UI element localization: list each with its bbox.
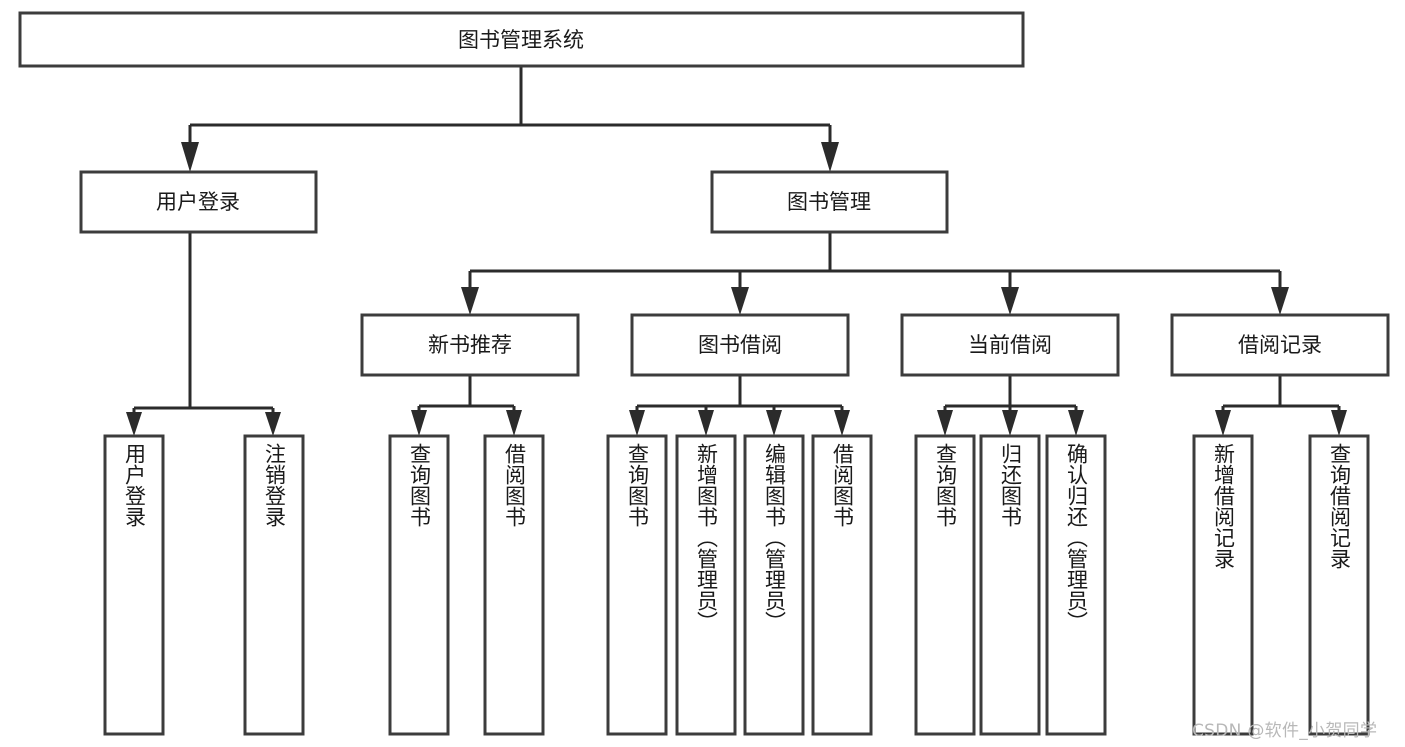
node-book-management[interactable]: 图书管理 [710,170,949,234]
connector-group-current-borrow [937,375,1084,436]
node-leaf-confirm-return-box[interactable] [1045,434,1107,736]
arrow-head-borrow-record [1271,287,1289,315]
node-leaf-confirm-return[interactable]: 确认归还（管理员） [1045,434,1107,736]
node-borrow-record-label: 借阅记录 [1238,333,1322,357]
node-user-login[interactable]: 用户登录 [79,170,318,234]
node-leaf-query-book-3-label: 查询图书 [933,443,958,527]
arrow-head-leaf-logout-login [265,412,281,436]
node-leaf-query-book-2[interactable]: 查询图书 [606,434,668,736]
node-book-borrow[interactable]: 图书借阅 [630,313,850,377]
node-leaf-user-login-label: 用户登录 [122,443,147,527]
node-leaf-borrow-book-2-box[interactable] [811,434,873,736]
node-leaf-add-book-label: 新增图书（管理员） [694,443,719,632]
node-book-borrow-label: 图书借阅 [698,333,782,357]
node-book-borrow-box[interactable] [630,313,850,377]
node-leaf-logout-login-box[interactable] [243,434,305,736]
node-current-borrow-label: 当前借阅 [968,333,1052,357]
node-current-borrow[interactable]: 当前借阅 [900,313,1120,377]
arrow-head-leaf-query-book-1 [411,410,427,436]
node-leaf-add-record-label: 新增借阅记录 [1211,443,1236,569]
arrow-head-leaf-query-book-2 [629,410,645,436]
arrow-head-leaf-borrow-book-1 [506,410,522,436]
node-leaf-add-book[interactable]: 新增图书（管理员） [675,434,737,736]
node-leaf-add-record-box[interactable] [1192,434,1254,736]
node-leaf-query-record-box[interactable] [1308,434,1370,736]
arrow-head-leaf-confirm-return [1068,410,1084,436]
arrow-head-leaf-query-record [1331,410,1347,436]
node-root-label: 图书管理系统 [458,28,584,52]
node-leaf-query-record[interactable]: 查询借阅记录 [1308,434,1370,736]
node-leaf-borrow-book-1[interactable]: 借阅图书 [483,434,545,736]
arrow-head-leaf-query-book-3 [937,410,953,436]
node-leaf-logout-login[interactable]: 注销登录 [243,434,305,736]
node-leaf-logout-login-label: 注销登录 [262,443,287,527]
node-leaf-edit-book[interactable]: 编辑图书（管理员） [743,434,805,736]
node-leaf-borrow-book-2[interactable]: 借阅图书 [811,434,873,736]
node-borrow-record[interactable]: 借阅记录 [1170,313,1390,377]
node-leaf-return-book-label: 归还图书 [998,443,1023,527]
node-leaf-query-book-1-label: 查询图书 [407,443,432,527]
node-leaf-query-book-1[interactable]: 查询图书 [388,434,450,736]
node-leaf-query-book-2-box[interactable] [606,434,668,736]
node-book-management-box[interactable] [710,170,949,234]
node-leaf-query-book-1-box[interactable] [388,434,450,736]
node-leaf-borrow-book-1-box[interactable] [483,434,545,736]
arrow-head-leaf-return-book [1002,410,1018,436]
node-user-login-label: 用户登录 [156,190,240,214]
node-leaf-user-login-box[interactable] [103,434,165,736]
arrow-head-new-book-recommend [461,287,479,315]
node-leaf-edit-book-label: 编辑图书（管理员） [762,443,787,632]
node-leaf-query-book-3[interactable]: 查询图书 [914,434,976,736]
node-leaf-add-book-box[interactable] [675,434,737,736]
arrow-head-book-management [821,142,839,172]
node-new-book-recommend-box[interactable] [360,313,580,377]
node-borrow-record-box[interactable] [1170,313,1390,377]
node-user-login-box[interactable] [79,170,318,234]
node-leaf-borrow-book-1-label: 借阅图书 [502,443,527,527]
node-leaf-query-book-3-box[interactable] [914,434,976,736]
node-leaf-edit-book-box[interactable] [743,434,805,736]
node-leaf-query-record-label: 查询借阅记录 [1327,443,1352,569]
connector-group-new-book-recommend [411,375,522,436]
arrow-head-leaf-edit-book [766,410,782,436]
node-leaf-borrow-book-2-label: 借阅图书 [830,443,855,527]
node-leaf-return-book-box[interactable] [979,434,1041,736]
node-current-borrow-box[interactable] [900,313,1120,377]
arrow-head-book-borrow [731,287,749,315]
node-root[interactable]: 图书管理系统 [18,11,1025,68]
connector-group-user-login [126,232,281,436]
node-leaf-user-login[interactable]: 用户登录 [103,434,165,736]
connector-group-book-management [461,232,1289,315]
node-leaf-return-book[interactable]: 归还图书 [979,434,1041,736]
arrow-head-current-borrow [1001,287,1019,315]
node-leaf-add-record[interactable]: 新增借阅记录 [1192,434,1254,736]
arrow-head-user-login [181,142,199,172]
node-root-box[interactable] [18,11,1025,68]
connector-group-book-borrow [629,375,850,436]
arrow-head-leaf-user-login [126,412,142,436]
arrow-head-leaf-add-record [1215,410,1231,436]
connector-group-root [181,66,839,172]
arrow-head-leaf-add-book [698,410,714,436]
node-leaf-confirm-return-label: 确认归还（管理员） [1064,443,1089,632]
arrow-head-leaf-borrow-book-2 [834,410,850,436]
node-book-management-label: 图书管理 [787,190,871,214]
node-new-book-recommend-label: 新书推荐 [428,333,512,357]
node-leaf-query-book-2-label: 查询图书 [625,443,650,527]
connector-group-borrow-record [1215,375,1347,436]
node-new-book-recommend[interactable]: 新书推荐 [360,313,580,377]
